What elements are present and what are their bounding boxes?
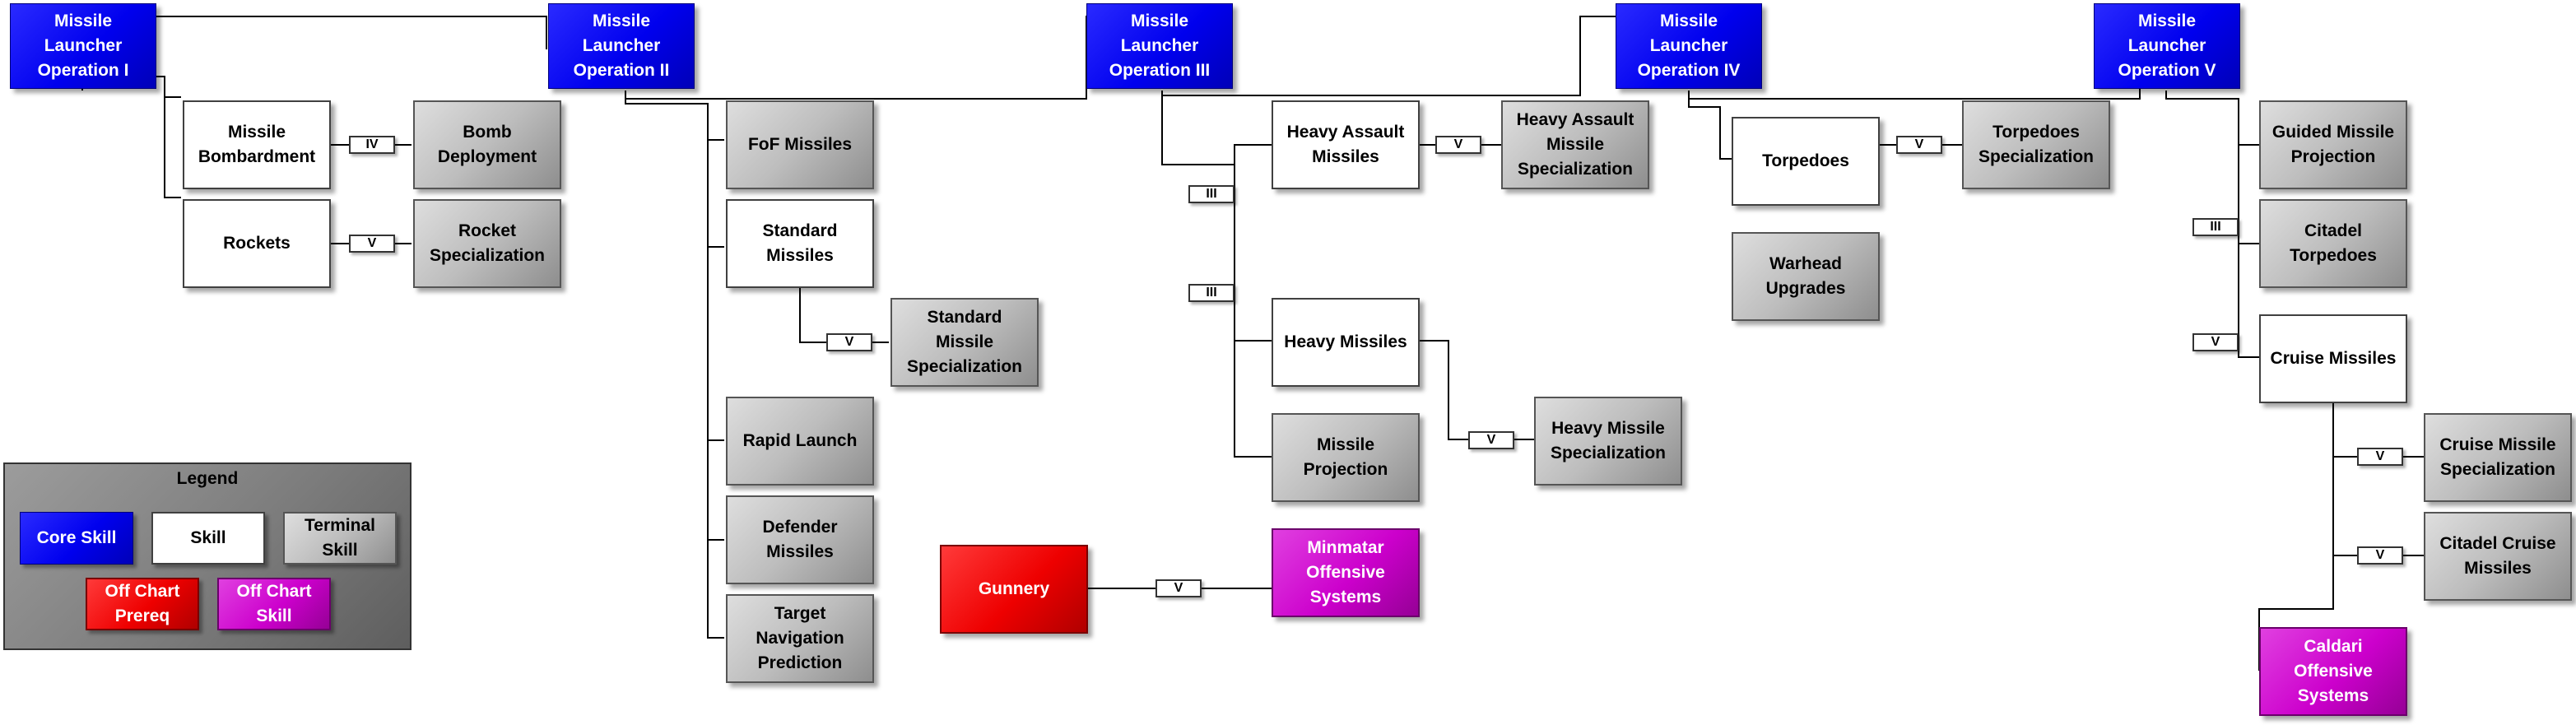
level-badge-cruise-spec: V [2357, 448, 2403, 466]
level-badge-std-spec: V [826, 333, 872, 351]
node-missile-bombardment[interactable]: Missile Bombardment [183, 100, 331, 189]
node-rocket-specialization[interactable]: Rocket Specialization [413, 199, 561, 288]
link-op3-heavy [1234, 165, 1272, 342]
node-guided-missile-projection[interactable]: Guided Missile Projection [2259, 100, 2407, 189]
link-heavy-spec [1416, 340, 1534, 440]
node-missile-launcher-operation-1[interactable]: Missile Launcher Operation I [10, 3, 156, 89]
node-standard-missiles[interactable]: Standard Missiles [726, 199, 874, 288]
link-op5-citadel [2238, 145, 2259, 244]
level-badge-heavy-spec: V [1468, 431, 1514, 449]
level-badge-op3-heavy: III [1188, 284, 1235, 302]
node-missile-launcher-operation-2[interactable]: Missile Launcher Operation II [548, 3, 695, 89]
node-defender-missiles[interactable]: Defender Missiles [726, 495, 874, 584]
node-missile-launcher-operation-4[interactable]: Missile Launcher Operation IV [1616, 3, 1762, 89]
node-citadel-cruise-missiles[interactable]: Citadel Cruise Missiles [2424, 512, 2572, 601]
level-badge-op3-ham: III [1188, 185, 1235, 203]
level-badge-gunnery: V [1155, 579, 1202, 597]
node-minmatar-offensive-systems[interactable]: Minmatar Offensive Systems [1272, 528, 1420, 617]
level-badge-op5-citadel: III [2192, 218, 2239, 236]
link-op3-op4 [1161, 16, 1690, 96]
legend-panel: Legend Core Skill Skill Terminal Skill O… [3, 462, 412, 650]
level-badge-torp-spec: V [1896, 136, 1942, 154]
node-torpedoes[interactable]: Torpedoes [1732, 117, 1880, 206]
node-cruise-missiles[interactable]: Cruise Missiles [2259, 314, 2407, 403]
node-rapid-launch[interactable]: Rapid Launch [726, 397, 874, 486]
legend-core-skill: Core Skill [20, 512, 133, 565]
node-heavy-assault-missile-specialization[interactable]: Heavy Assault Missile Specialization [1501, 100, 1649, 189]
level-badge-cruise-citadel: V [2357, 546, 2403, 565]
node-missile-launcher-operation-3[interactable]: Missile Launcher Operation III [1086, 3, 1233, 89]
link-cruise-citadel [2332, 457, 2424, 556]
node-cruise-missile-specialization[interactable]: Cruise Missile Specialization [2424, 413, 2572, 502]
node-heavy-missiles[interactable]: Heavy Missiles [1272, 298, 1420, 387]
node-torpedoes-specialization[interactable]: Torpedoes Specialization [1962, 100, 2110, 189]
node-missile-projection[interactable]: Missile Projection [1272, 413, 1420, 502]
legend-off-chart-prereq: Off Chart Prereq [86, 578, 199, 630]
node-standard-missile-specialization[interactable]: Standard Missile Specialization [890, 298, 1039, 387]
level-badge-mb-bomb: IV [349, 136, 395, 154]
legend-title: Legend [176, 469, 239, 488]
link-op2-std [707, 140, 724, 248]
node-missile-launcher-operation-5[interactable]: Missile Launcher Operation V [2094, 3, 2240, 89]
node-heavy-missile-specialization[interactable]: Heavy Missile Specialization [1534, 397, 1682, 486]
legend-off-chart-skill: Off Chart Skill [217, 578, 331, 630]
link-op5-column [2165, 91, 2259, 146]
node-fof-missiles[interactable]: FoF Missiles [726, 100, 874, 189]
link-op2-tnp [707, 540, 724, 639]
link-op3-proj [1234, 341, 1272, 458]
level-badge-ham-spec: V [1435, 136, 1481, 154]
node-rockets[interactable]: Rockets [183, 199, 331, 288]
node-caldari-offensive-systems[interactable]: Caldari Offensive Systems [2259, 627, 2407, 716]
node-heavy-assault-missiles[interactable]: Heavy Assault Missiles [1272, 100, 1420, 189]
link-op4-torp [1688, 91, 1732, 160]
link-op2-rapid [707, 247, 724, 441]
node-bomb-deployment[interactable]: Bomb Deployment [413, 100, 561, 189]
link-op5-cruise [2238, 244, 2259, 358]
node-gunnery[interactable]: Gunnery [940, 545, 1088, 634]
node-target-navigation-prediction[interactable]: Target Navigation Prediction [726, 594, 874, 683]
level-badge-rockets-spec: V [349, 235, 395, 253]
legend-skill: Skill [151, 512, 265, 565]
link-op3-column [1161, 91, 1272, 165]
node-citadel-torpedoes[interactable]: Citadel Torpedoes [2259, 199, 2407, 288]
level-badge-op5-cruise: V [2192, 333, 2239, 351]
link-op1-rockets [164, 97, 181, 198]
node-warhead-upgrades[interactable]: Warhead Upgrades [1732, 232, 1880, 321]
legend-terminal-skill: Terminal Skill [283, 512, 397, 565]
link-op2-op3 [625, 16, 1160, 100]
link-op2-def [707, 440, 724, 541]
